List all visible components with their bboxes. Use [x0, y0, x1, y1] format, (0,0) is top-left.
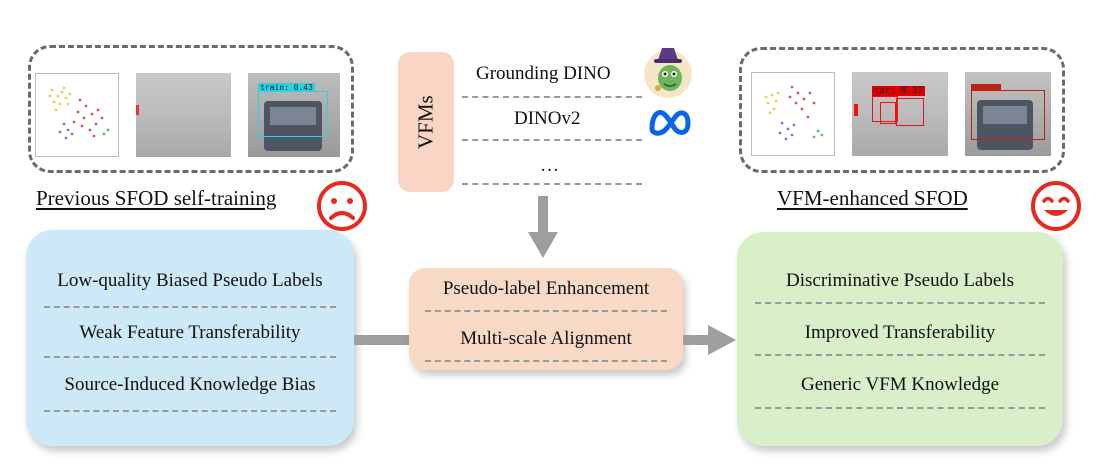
down-arrow-icon — [528, 232, 558, 258]
tsne-plot-left — [35, 73, 119, 157]
meta-logo-icon — [649, 110, 691, 136]
vfm-model-ellipsis: … — [540, 155, 559, 176]
enhanced-examples-box — [739, 47, 1065, 173]
vfm-separator — [462, 139, 642, 141]
sad-face-icon — [317, 181, 367, 231]
method-item: Pseudo-label Enhancement — [442, 278, 650, 299]
previous-issues-panel: Low-quality Biased Pseudo Labels Weak Fe… — [26, 230, 354, 446]
benefit-item: Improved Transferability — [804, 322, 996, 343]
panel-separator — [425, 310, 667, 312]
enhanced-caption: VFM-enhanced SFOD — [777, 186, 968, 210]
right-arrow-shaft — [354, 335, 410, 345]
down-arrow-shaft — [538, 196, 548, 236]
panel-separator — [44, 306, 336, 308]
vfm-separator — [462, 96, 642, 98]
previous-examples-box — [28, 45, 354, 173]
vfm-model-dinov2: DINOv2 — [514, 108, 581, 129]
panel-separator — [44, 356, 336, 358]
detection-label-left: train: 0.43 — [258, 83, 315, 92]
car-detection-image: car: 0.37 — [852, 72, 948, 156]
panel-separator — [755, 354, 1045, 356]
panel-separator — [44, 410, 336, 412]
issue-item: Source-Induced Knowledge Bias — [64, 374, 316, 395]
detection-label-right: car: 0.37 — [872, 86, 925, 96]
vfm-label: VFMs — [413, 95, 438, 149]
issue-item: Weak Feature Transferability — [79, 322, 301, 343]
right-arrow-shaft — [683, 335, 711, 345]
bus-detection-image-right — [965, 72, 1051, 156]
grounding-dino-logo-icon — [644, 48, 692, 98]
tsne-plot-right — [751, 72, 835, 156]
enhanced-benefits-panel: Discriminative Pseudo Labels Improved Tr… — [737, 232, 1063, 446]
method-item: Multi-scale Alignment — [460, 328, 632, 349]
vfm-separator — [462, 183, 642, 185]
right-arrow-icon — [708, 325, 736, 355]
bus-detection-image-left: train: 0.43 — [248, 73, 340, 157]
vfm-label-box — [398, 52, 454, 192]
method-panel: Pseudo-label Enhancement Multi-scale Ali… — [409, 268, 683, 370]
panel-separator — [755, 407, 1045, 409]
previous-caption: Previous SFOD self-training — [36, 186, 277, 210]
panel-separator — [425, 360, 667, 362]
panel-separator — [755, 302, 1045, 304]
issue-item: Low-quality Biased Pseudo Labels — [57, 270, 323, 291]
benefit-item: Generic VFM Knowledge — [800, 374, 1000, 395]
benefit-item: Discriminative Pseudo Labels — [786, 270, 1014, 291]
foggy-scene-image — [136, 73, 231, 157]
happy-face-icon — [1031, 181, 1081, 231]
vfm-model-grounding-dino: Grounding DINO — [476, 63, 611, 84]
